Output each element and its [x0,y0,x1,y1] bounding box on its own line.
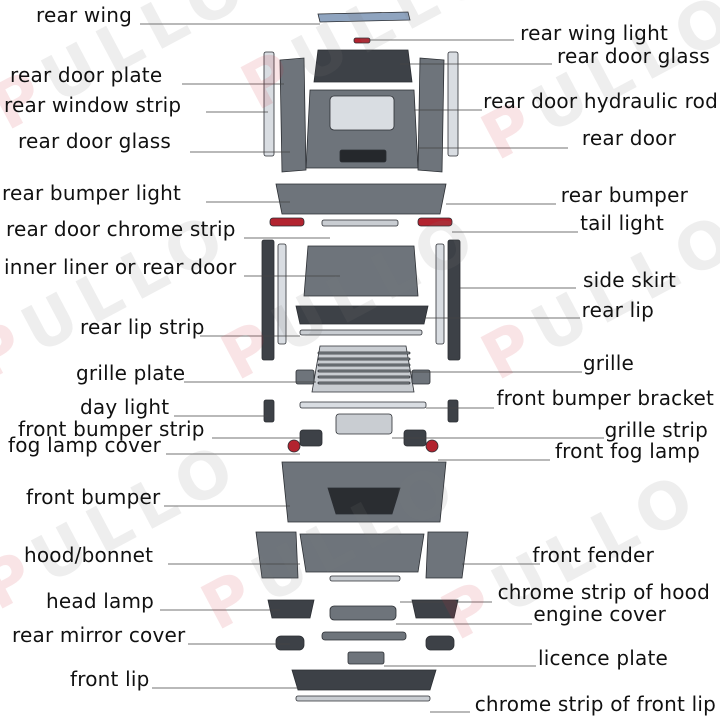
label-fog-lamp-cover: fog lamp cover [8,434,161,456]
rear-bumper-part [276,184,446,214]
grille-bar-2 [318,364,410,366]
chrome-strip-of-front-lip-part [296,696,430,701]
label-hood-bonnet: hood/bonnet [24,544,153,566]
grille-bar-5 [318,382,410,384]
label-rear-window-strip: rear window strip [4,94,181,116]
label-chrome-strip-of-front-lip: chrome strip of front lip [475,693,716,715]
label-front-bumper-bracket: front bumper bracket [496,387,714,409]
label-grille-strip: grille strip [605,419,708,441]
label-rear-bumper: rear bumper [561,184,688,206]
engine-cover-part [330,606,396,620]
label-head-lamp: head lamp [46,590,154,612]
fog-lamp-cover-part-left [300,430,322,446]
label-rear-door: rear door [582,127,676,149]
label-grille: grille [583,352,634,374]
label-chrome-strip-of-hood: chrome strip of hood [498,581,710,603]
rear-door-plate-part-right [418,58,444,172]
grille-bar-1 [318,358,410,360]
day-light-part-right [448,400,458,422]
label-rear-lip-strip: rear lip strip [80,316,205,338]
label-rear-door-glass-right: rear door glass [557,45,710,67]
grille-strip-part [336,414,392,434]
label-side-skirt: side skirt [583,269,676,291]
label-rear-door-chrome-strip: rear door chrome strip [6,218,236,240]
label-front-fender: front fender [532,544,654,566]
label-rear-bumper-light: rear bumper light [2,182,181,204]
label-engine-cover: engine cover [533,603,666,625]
grille-bar-4 [318,376,410,378]
label-rear-door-plate: rear door plate [10,64,162,86]
licence-plate-part [348,652,384,664]
label-rear-wing: rear wing [36,4,132,26]
grille-bar-0 [318,352,410,354]
mirror-bracket-part [322,632,406,640]
label-tail-light: tail light [580,212,664,234]
grille-bar-3 [318,370,410,372]
label-day-light: day light [80,396,169,418]
label-front-lip: front lip [70,668,150,690]
rear-mirror-cover-part-left [276,636,304,650]
rear-door-window-part [330,96,394,130]
label-licence-plate: licence plate [538,647,668,669]
tail-light-part-left [270,218,304,226]
label-inner-liner-rear-door: inner liner or rear door [4,256,236,278]
rear-door-chrome-strip-part [322,220,398,226]
rear-window-strip-part-right [448,52,458,156]
front-lip-part [292,670,436,690]
label-front-fog-lamp: front fog lamp [555,440,700,462]
label-rear-door-glass-left: rear door glass [18,130,171,152]
day-light-part-left [264,400,274,422]
label-grille-plate: grille plate [76,362,185,384]
rear-mirror-cover-part-right [426,636,454,650]
front-fender-part-right [426,532,468,578]
fog-lamp-part-left [288,440,300,452]
label-rear-mirror-cover: rear mirror cover [12,624,185,646]
label-front-bumper: front bumper [26,486,160,508]
label-rear-lip: rear lip [582,299,654,321]
label-rear-door-hydraulic-rod: rear door hydraulic rod [483,90,718,112]
front-bumper-bracket-part [300,402,426,408]
rear-door-emblem-part [340,150,386,162]
label-rear-wing-light: rear wing light [520,22,668,44]
